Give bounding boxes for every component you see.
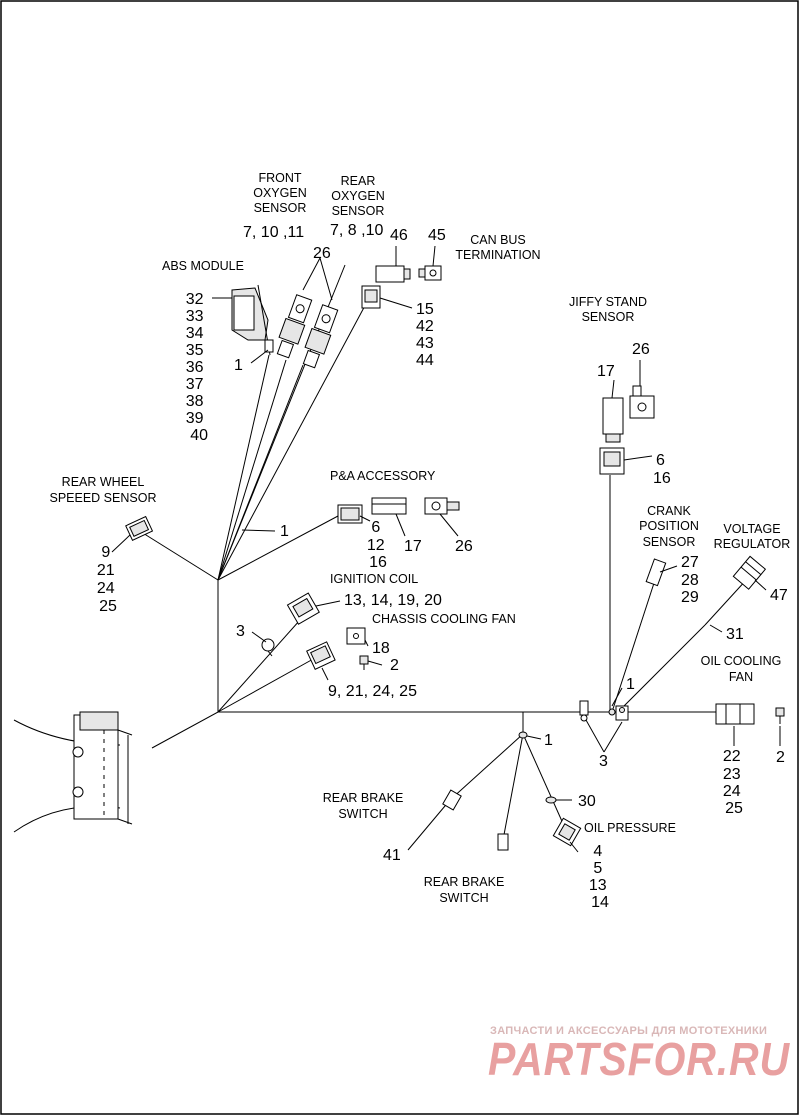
can-bus-termination-icon bbox=[418, 265, 442, 281]
harness-clip-icon bbox=[579, 700, 589, 722]
chassis-cooling-fan-connector-icon bbox=[346, 627, 366, 645]
oil-pressure-clip-icon bbox=[545, 796, 557, 804]
callout-clip-1c: 1 bbox=[544, 732, 553, 749]
pa-accessory-terminal-icon bbox=[424, 497, 460, 515]
oil-cooling-fan-connector-icon bbox=[715, 703, 755, 725]
ignition-coil-label: IGNITION COIL bbox=[330, 572, 418, 586]
callout-jiffy-26: 26 bbox=[632, 341, 650, 358]
callout-vreg-31: 31 bbox=[726, 626, 744, 643]
junction-clip-icon bbox=[608, 708, 616, 716]
callout-oil-list: 4 5 13 14 bbox=[589, 843, 611, 911]
pa-accessory-label: P&A ACCESSORY bbox=[330, 469, 436, 483]
callout-ground-3: 3 bbox=[599, 753, 608, 770]
callout-pa-26: 26 bbox=[455, 538, 473, 555]
voltage-regulator-connector-icon bbox=[732, 555, 767, 590]
rear-oxygen-sensor-connector-icon bbox=[302, 304, 339, 369]
jiffy-stand-connector-icon bbox=[599, 397, 625, 475]
chassis-cooling-fan-label: CHASSIS COOLING FAN bbox=[372, 612, 516, 626]
callout-jiffy-list: 6 16 bbox=[653, 452, 671, 487]
callout-46: 46 bbox=[390, 227, 408, 244]
callout-o2-26: 26 bbox=[313, 245, 331, 262]
oil-pressure-sensor-icon bbox=[552, 817, 582, 847]
ground-stud-icon bbox=[261, 638, 275, 657]
callout-oil-fan-list: 22 23 24 25 bbox=[723, 748, 745, 817]
ignition-coil-connector-icon bbox=[286, 592, 320, 625]
callout-oil-fan-2: 2 bbox=[776, 749, 785, 766]
fan-screw-icon bbox=[359, 655, 369, 670]
rear-wheel-speed-sensor-icon bbox=[125, 515, 154, 541]
callout-brake-41: 41 bbox=[383, 847, 401, 864]
abs-module-icon bbox=[231, 284, 274, 356]
frame-section bbox=[13, 711, 133, 833]
harness-wires bbox=[137, 264, 749, 851]
callout-main-list: 9, 21, 24, 25 bbox=[328, 683, 417, 700]
abs-module-label: ABS MODULE bbox=[162, 259, 244, 273]
leader-lines bbox=[111, 245, 781, 853]
callout-oil-30: 30 bbox=[578, 793, 596, 810]
callout-fan-2: 2 bbox=[390, 657, 399, 674]
callout-clip-1b: 1 bbox=[626, 676, 635, 693]
front-oxygen-sensor-connector-icon bbox=[276, 294, 313, 359]
rear-brake-switch-upper-icon bbox=[442, 789, 462, 811]
watermark-brand: PARTSFOR.RU bbox=[488, 1033, 791, 1085]
pa-accessory-housing-icon bbox=[371, 497, 407, 515]
callout-clip-1a: 1 bbox=[280, 523, 289, 540]
callout-rwss-list: 9 21 24 25 bbox=[97, 544, 119, 615]
callout-vreg-47: 47 bbox=[770, 587, 788, 604]
callout-rear-o2: 7, 8 ,10 bbox=[330, 222, 383, 239]
pa-accessory-connector-icon bbox=[337, 504, 363, 524]
callout-45: 45 bbox=[428, 227, 446, 244]
callout-abs-1: 1 bbox=[234, 357, 243, 374]
jiffy-stand-terminal-icon bbox=[629, 385, 655, 419]
watermark-tagline: ЗАПЧАСТИ И АКСЕССУАРЫ ДЛЯ МОТОТЕХНИКИ bbox=[490, 1025, 767, 1037]
callout-pa-list: 6 12 16 bbox=[367, 519, 389, 571]
oil-pressure-label: OIL PRESSURE bbox=[584, 821, 676, 835]
rear-brake-switch-lower-icon bbox=[497, 833, 509, 851]
callout-ignition-list: 13, 14, 19, 20 bbox=[344, 592, 442, 609]
callout-pa-17: 17 bbox=[404, 538, 422, 555]
callout-fan-18: 18 bbox=[372, 640, 390, 657]
callout-can-list: 15 42 43 44 bbox=[416, 301, 438, 369]
ground-terminal-icon bbox=[615, 705, 629, 721]
main-harness-connector-icon bbox=[306, 641, 336, 670]
crank-position-sensor-icon bbox=[645, 558, 667, 587]
lower-clip-icon bbox=[518, 731, 528, 739]
can-bus-connector-icon bbox=[361, 265, 411, 309]
callout-jiffy-17: 17 bbox=[597, 363, 615, 380]
callout-front-o2: 7, 10 ,11 bbox=[243, 224, 304, 241]
callout-abs-list: 32 33 34 35 36 37 38 39 40 bbox=[186, 291, 208, 444]
callout-left-3: 3 bbox=[236, 623, 245, 640]
callout-crank-list: 27 28 29 bbox=[681, 554, 703, 606]
oil-fan-screw-icon bbox=[775, 707, 785, 724]
